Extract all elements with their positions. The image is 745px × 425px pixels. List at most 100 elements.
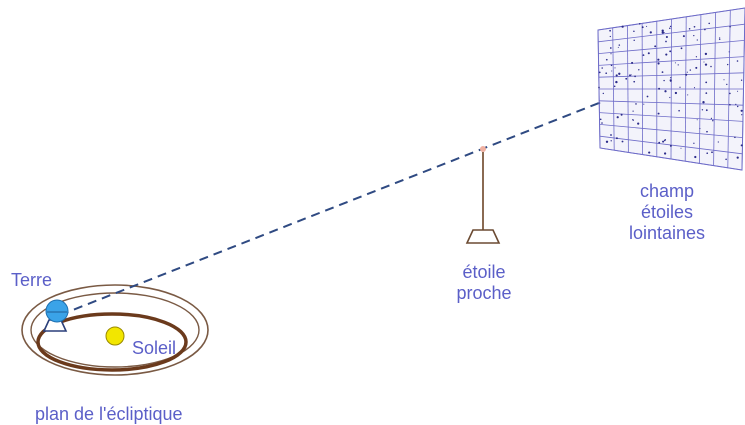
distant-star <box>688 28 691 30</box>
distant-star <box>665 53 668 56</box>
distant-star <box>629 74 631 77</box>
distant-star <box>648 151 651 154</box>
distant-star <box>740 144 743 147</box>
distant-star <box>706 130 708 133</box>
distant-star <box>696 119 698 121</box>
distant-star <box>618 44 621 46</box>
distant-star <box>680 47 683 50</box>
distant-star <box>725 158 727 161</box>
distant-star <box>736 60 739 62</box>
distant-star <box>665 35 668 39</box>
distant-star <box>706 152 709 155</box>
distant-star <box>614 67 616 69</box>
distant-star <box>598 71 601 74</box>
distant-star <box>728 51 730 53</box>
distant-star <box>687 94 689 96</box>
distant-star <box>693 34 695 37</box>
distant-star <box>704 63 708 66</box>
near-star <box>465 146 501 244</box>
distant-star <box>638 22 641 25</box>
distant-star <box>704 52 708 56</box>
distant-star <box>669 50 672 53</box>
distant-star <box>646 95 649 98</box>
distant-star <box>729 25 731 28</box>
star-field-grid-line <box>599 100 744 106</box>
distant-star <box>605 58 608 61</box>
distant-star <box>662 140 665 143</box>
line-of-sight <box>59 78 661 316</box>
distant-star <box>630 74 632 76</box>
distant-star <box>631 61 634 64</box>
distant-star <box>695 66 698 69</box>
distant-star <box>634 75 636 78</box>
distant-star <box>657 62 660 65</box>
star-field-grid-line <box>599 147 743 171</box>
earth <box>42 299 69 332</box>
distant-star <box>658 87 661 90</box>
distant-star <box>693 87 696 89</box>
distant-star <box>664 90 667 93</box>
distant-star <box>723 79 725 81</box>
distant-star <box>677 64 679 66</box>
distant-star <box>669 96 671 99</box>
distant-star <box>605 140 609 143</box>
sun <box>105 326 125 346</box>
distant-star <box>609 29 611 32</box>
distant-star <box>664 139 666 141</box>
distant-star <box>729 92 731 95</box>
distant-field-label-line3: lointaines <box>628 223 706 243</box>
distant-star <box>702 101 705 104</box>
star-field-grid-line <box>598 23 745 43</box>
distant-star <box>632 110 634 112</box>
distant-star <box>633 80 636 83</box>
distant-star <box>610 140 612 142</box>
earth-orbit <box>36 312 188 372</box>
distant-star <box>601 122 603 124</box>
distant-star <box>661 71 664 73</box>
distant-star <box>633 30 635 32</box>
ecliptic-plane-label: plan de l'écliptique <box>35 404 183 424</box>
distant-star <box>642 54 645 56</box>
star-field-grid-line <box>599 124 743 138</box>
distant-star <box>705 92 708 94</box>
distant-star <box>735 103 737 105</box>
distant-star <box>598 86 600 89</box>
distant-star <box>704 28 706 31</box>
star-field-grid-line <box>598 72 744 78</box>
distant-star <box>741 114 743 116</box>
distant-star <box>657 58 660 61</box>
distant-star <box>620 113 623 116</box>
distant-star <box>601 67 603 69</box>
ecliptic-plane-outer <box>21 284 209 376</box>
distant-star <box>641 26 644 29</box>
distant-star <box>686 71 688 73</box>
distant-star <box>610 53 612 55</box>
distant-star <box>736 156 739 159</box>
near-star-label-line1: étoile <box>462 262 506 282</box>
distant-star <box>635 103 637 105</box>
distant-star <box>710 65 712 68</box>
distant-star <box>674 62 676 64</box>
distant-star <box>638 69 640 71</box>
distant-star <box>633 39 635 42</box>
distant-star <box>670 77 672 79</box>
distant-star <box>674 91 678 95</box>
distant-star <box>740 79 743 81</box>
distant-star <box>599 118 602 121</box>
distant-star <box>682 35 685 38</box>
distant-star <box>615 74 618 77</box>
sun-label: Soleil <box>132 338 177 358</box>
distant-star <box>669 144 672 147</box>
distant-star <box>719 37 721 39</box>
distant-star <box>643 103 645 105</box>
distant-star <box>658 141 661 144</box>
star-field-grid-line <box>599 112 743 122</box>
distant-star <box>727 63 729 66</box>
near-star-label-line2: proche <box>456 283 512 303</box>
distant-star <box>669 27 671 29</box>
distant-star <box>693 25 696 28</box>
distant-star <box>689 69 692 71</box>
distant-star <box>694 155 697 159</box>
distant-star <box>695 56 698 58</box>
distant-star <box>703 61 705 63</box>
